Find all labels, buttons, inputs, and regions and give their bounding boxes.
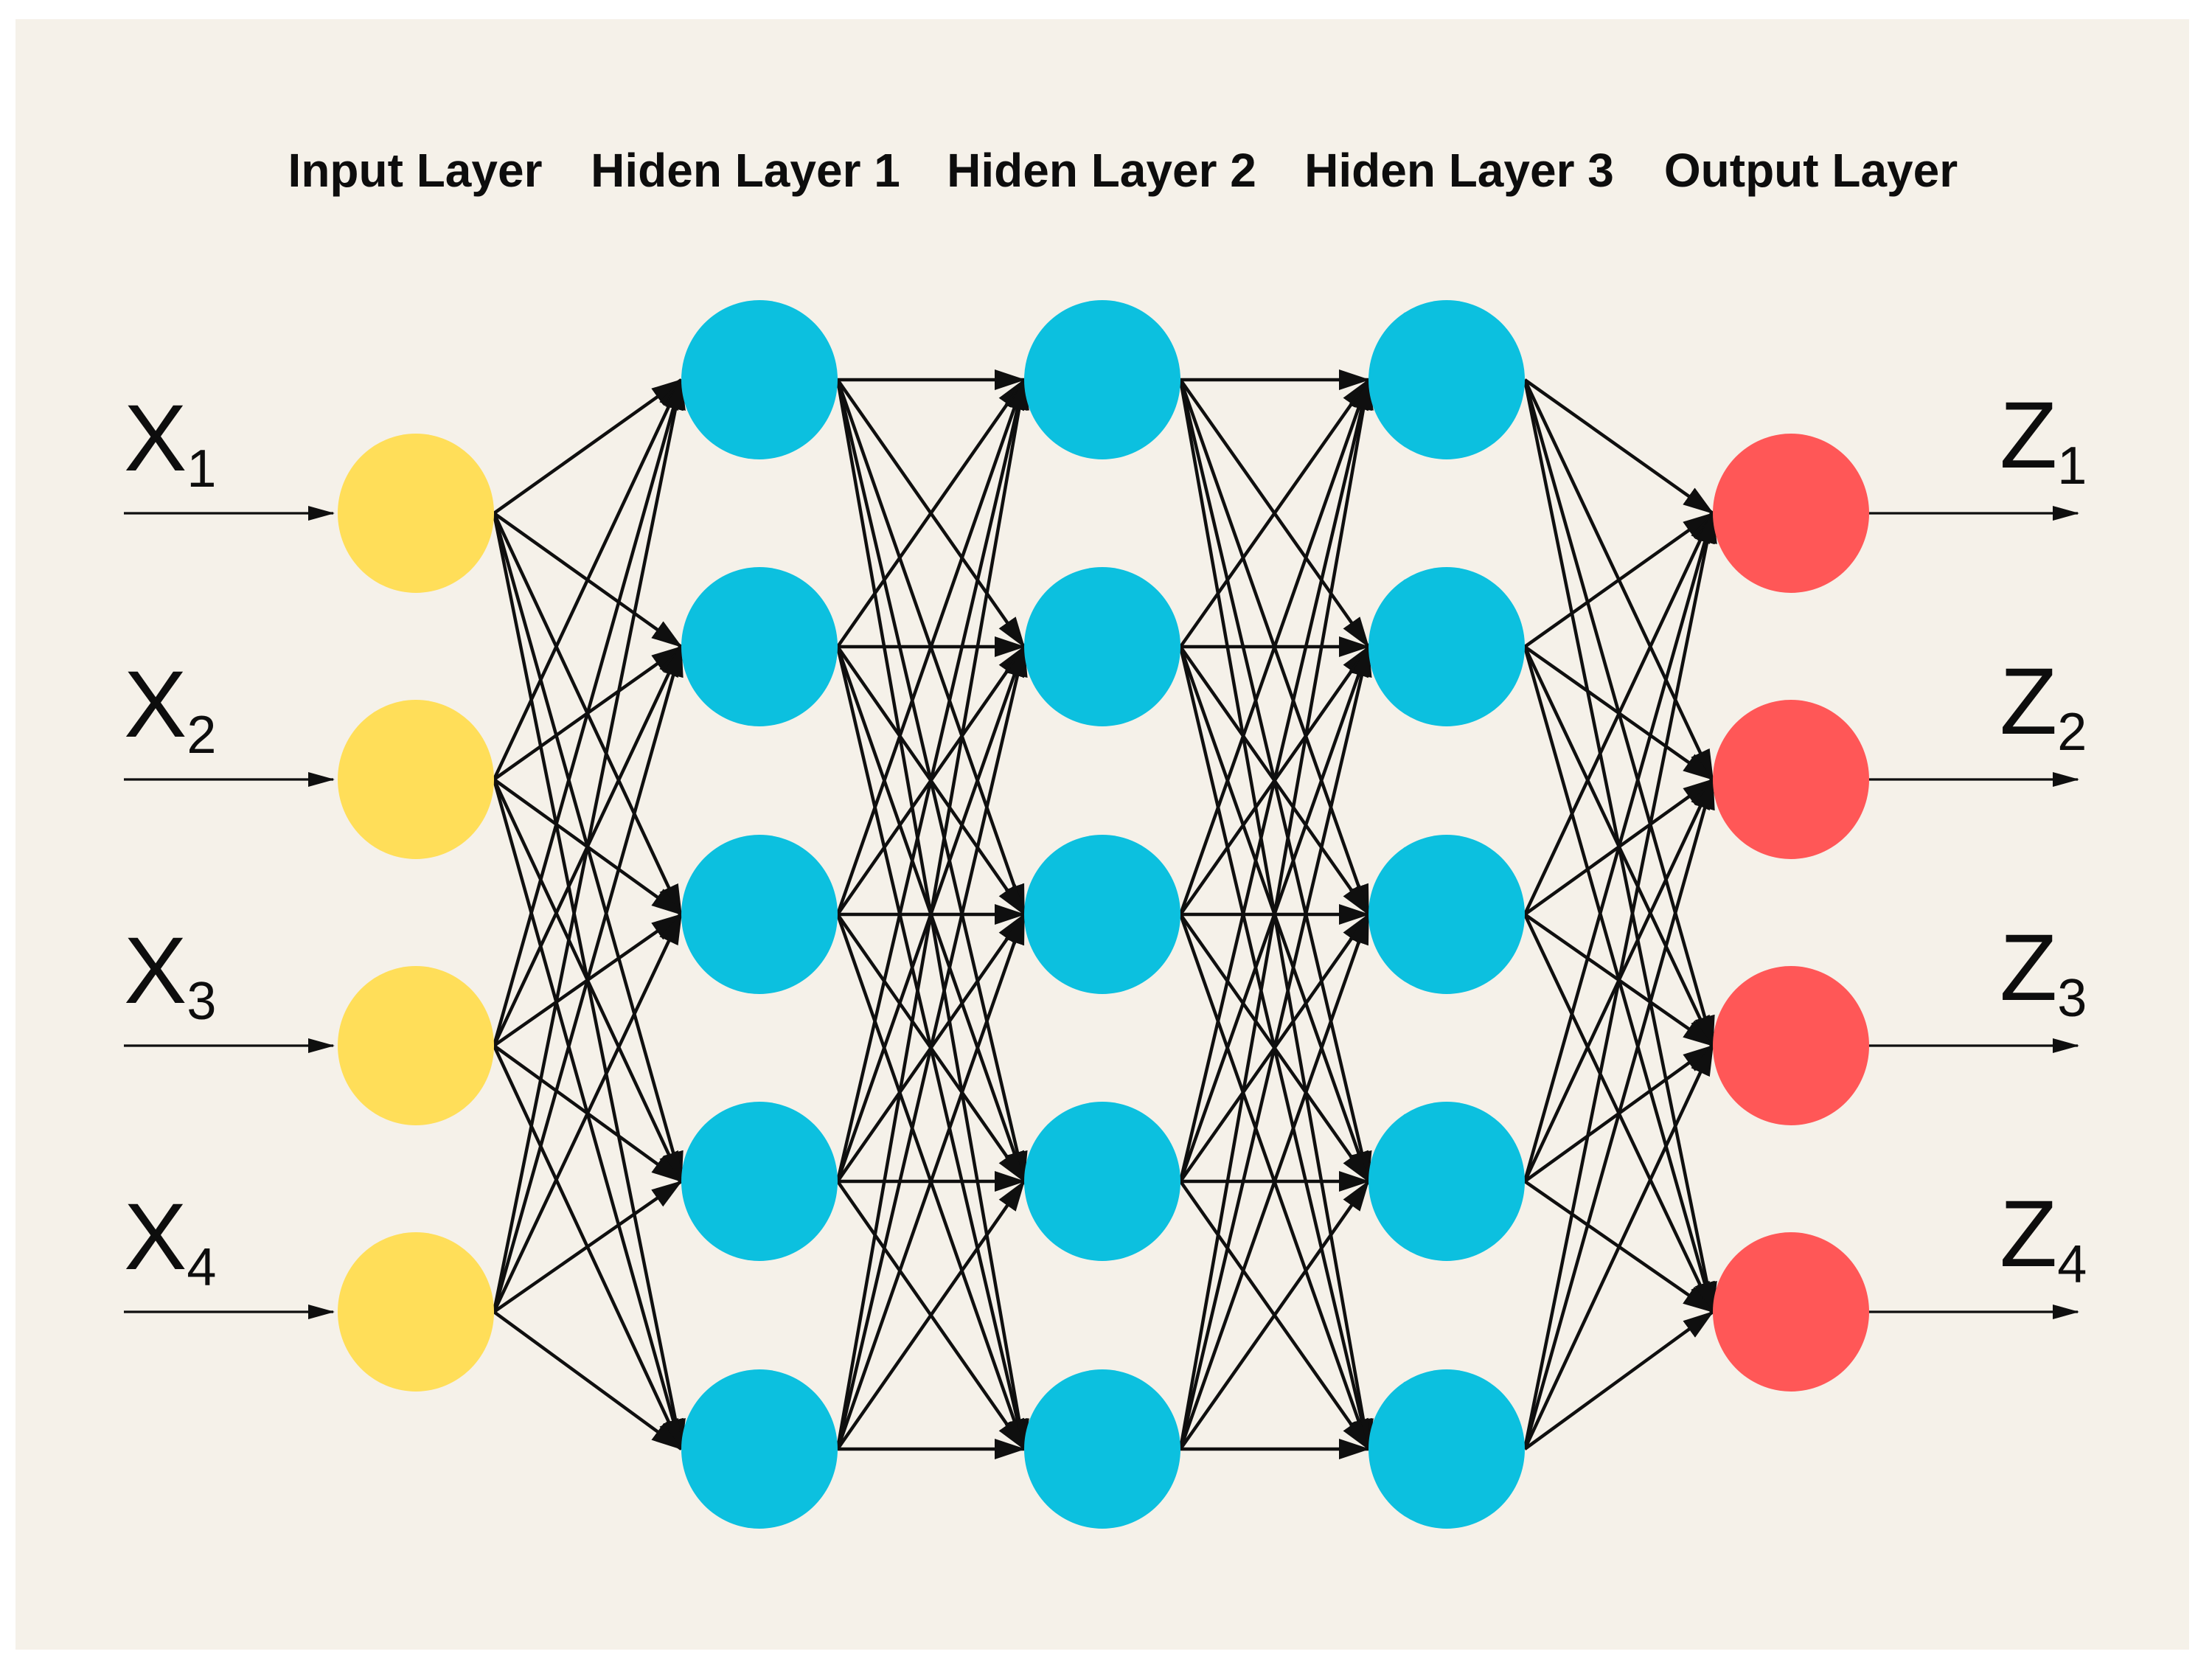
output-label-1-subscript: 1 [2057,437,2087,496]
output-label-3-base: Z [2000,915,2057,1021]
output-label-2: Z2 [2000,649,2087,762]
title-input-layer: Input Layer [288,144,543,197]
input-label-3-subscript: 3 [187,972,216,1031]
edge-hidden-3-1-to-output-1 [1523,378,1714,515]
node-input-4 [338,1232,494,1392]
edge-hidden-3-5-to-output-2 [1523,778,1715,1450]
title-hidden-layer-3: Hiden Layer 3 [1304,144,1614,197]
node-hidden-3-1 [1368,300,1525,459]
node-hidden-3-2 [1368,567,1525,726]
node-hidden-1-1 [681,300,838,459]
input-label-2: X2 [124,652,216,765]
input-label-3-base: X [124,918,187,1024]
edge-hidden-3-5-to-output-1 [1523,512,1717,1450]
input-label-1: X1 [124,386,216,498]
edge-hidden-3-5-to-output-4 [1523,1310,1714,1451]
edge-hidden-1-5-to-hidden-2-4 [836,1180,1026,1451]
input-label-4: X4 [124,1184,216,1297]
input-label-2-base: X [124,652,187,757]
input-label-3: X3 [124,918,216,1031]
node-hidden-1-3 [681,835,838,994]
node-hidden-2-4 [1024,1102,1180,1261]
edge-hidden-1-5-to-hidden-2-2 [835,645,1028,1450]
node-hidden-1-4 [681,1102,838,1261]
node-input-2 [338,700,494,859]
edge-input-4-to-hidden-1-2 [492,645,684,1313]
input-label-2-subscript: 2 [187,706,216,765]
title-output-layer: Output Layer [1664,144,1958,197]
node-input-1 [338,434,494,593]
edge-input-1-to-hidden-1-1 [493,378,683,515]
edge-hidden-1-4-to-hidden-2-1 [835,378,1028,1182]
node-output-1 [1713,434,1869,593]
output-label-1: Z1 [2000,383,2087,496]
output-label-1-base: Z [2000,383,2057,488]
title-hidden-layer-1: Hiden Layer 1 [591,144,900,197]
edge-hidden-2-5-to-hidden-3-4 [1179,1180,1370,1451]
output-label-2-base: Z [2000,649,2057,754]
edge-hidden-2-2-to-hidden-3-1 [1179,378,1370,648]
layer-titles-group: Input Layer Hiden Layer 1 Hiden Layer 2 … [288,144,1958,197]
edge-hidden-3-5-to-output-3 [1523,1044,1715,1450]
output-label-4-base: Z [2000,1181,2057,1287]
input-label-1-base: X [124,386,187,491]
input-label-4-base: X [124,1184,187,1290]
nodes-group [338,300,1869,1529]
node-hidden-2-1 [1024,300,1180,459]
input-label-4-subscript: 4 [187,1238,216,1297]
edge-hidden-2-3-to-hidden-3-1 [1178,378,1371,915]
edge-input-4-to-hidden-1-3 [492,913,684,1313]
node-input-3 [338,966,494,1125]
edge-hidden-3-3-to-output-1 [1523,512,1715,915]
node-hidden-2-5 [1024,1369,1180,1529]
title-hidden-layer-2: Hiden Layer 2 [947,144,1256,197]
output-label-3-subscript: 3 [2057,969,2087,1028]
node-hidden-3-3 [1368,835,1525,994]
node-hidden-2-2 [1024,567,1180,726]
output-label-3: Z3 [2000,915,2087,1028]
edge-hidden-3-2-to-output-1 [1523,512,1714,648]
edge-hidden-1-5-to-hidden-2-3 [835,913,1026,1450]
node-output-3 [1713,966,1869,1125]
node-hidden-2-3 [1024,835,1180,994]
edge-hidden-2-5-to-hidden-3-2 [1178,645,1372,1450]
node-hidden-1-2 [681,567,838,726]
edge-hidden-2-5-to-hidden-3-1 [1178,378,1374,1450]
edge-input-4-to-hidden-1-4 [493,1180,683,1313]
edge-hidden-3-4-to-output-1 [1523,512,1715,1182]
edge-hidden-2-4-to-hidden-3-1 [1178,378,1372,1182]
output-label-4-subscript: 4 [2057,1235,2087,1294]
node-output-2 [1713,700,1869,859]
edge-hidden-1-5-to-hidden-2-1 [835,378,1029,1450]
edge-hidden-1-2-to-hidden-2-1 [836,378,1026,648]
input-label-1-subscript: 1 [187,440,216,498]
edge-input-4-to-hidden-1-1 [492,378,686,1313]
edge-hidden-2-5-to-hidden-3-3 [1178,913,1371,1450]
node-hidden-3-4 [1368,1102,1525,1261]
node-output-4 [1713,1232,1869,1392]
output-label-4: Z4 [2000,1181,2087,1294]
output-label-2-subscript: 2 [2057,703,2087,762]
edge-hidden-1-3-to-hidden-2-1 [835,378,1026,915]
node-hidden-1-5 [681,1369,838,1529]
node-hidden-3-5 [1368,1369,1525,1529]
edge-input-2-to-hidden-1-1 [492,378,684,780]
edge-input-4-to-hidden-1-5 [493,1310,683,1451]
edges-group [492,369,1717,1459]
edge-input-3-to-hidden-1-1 [492,378,684,1046]
